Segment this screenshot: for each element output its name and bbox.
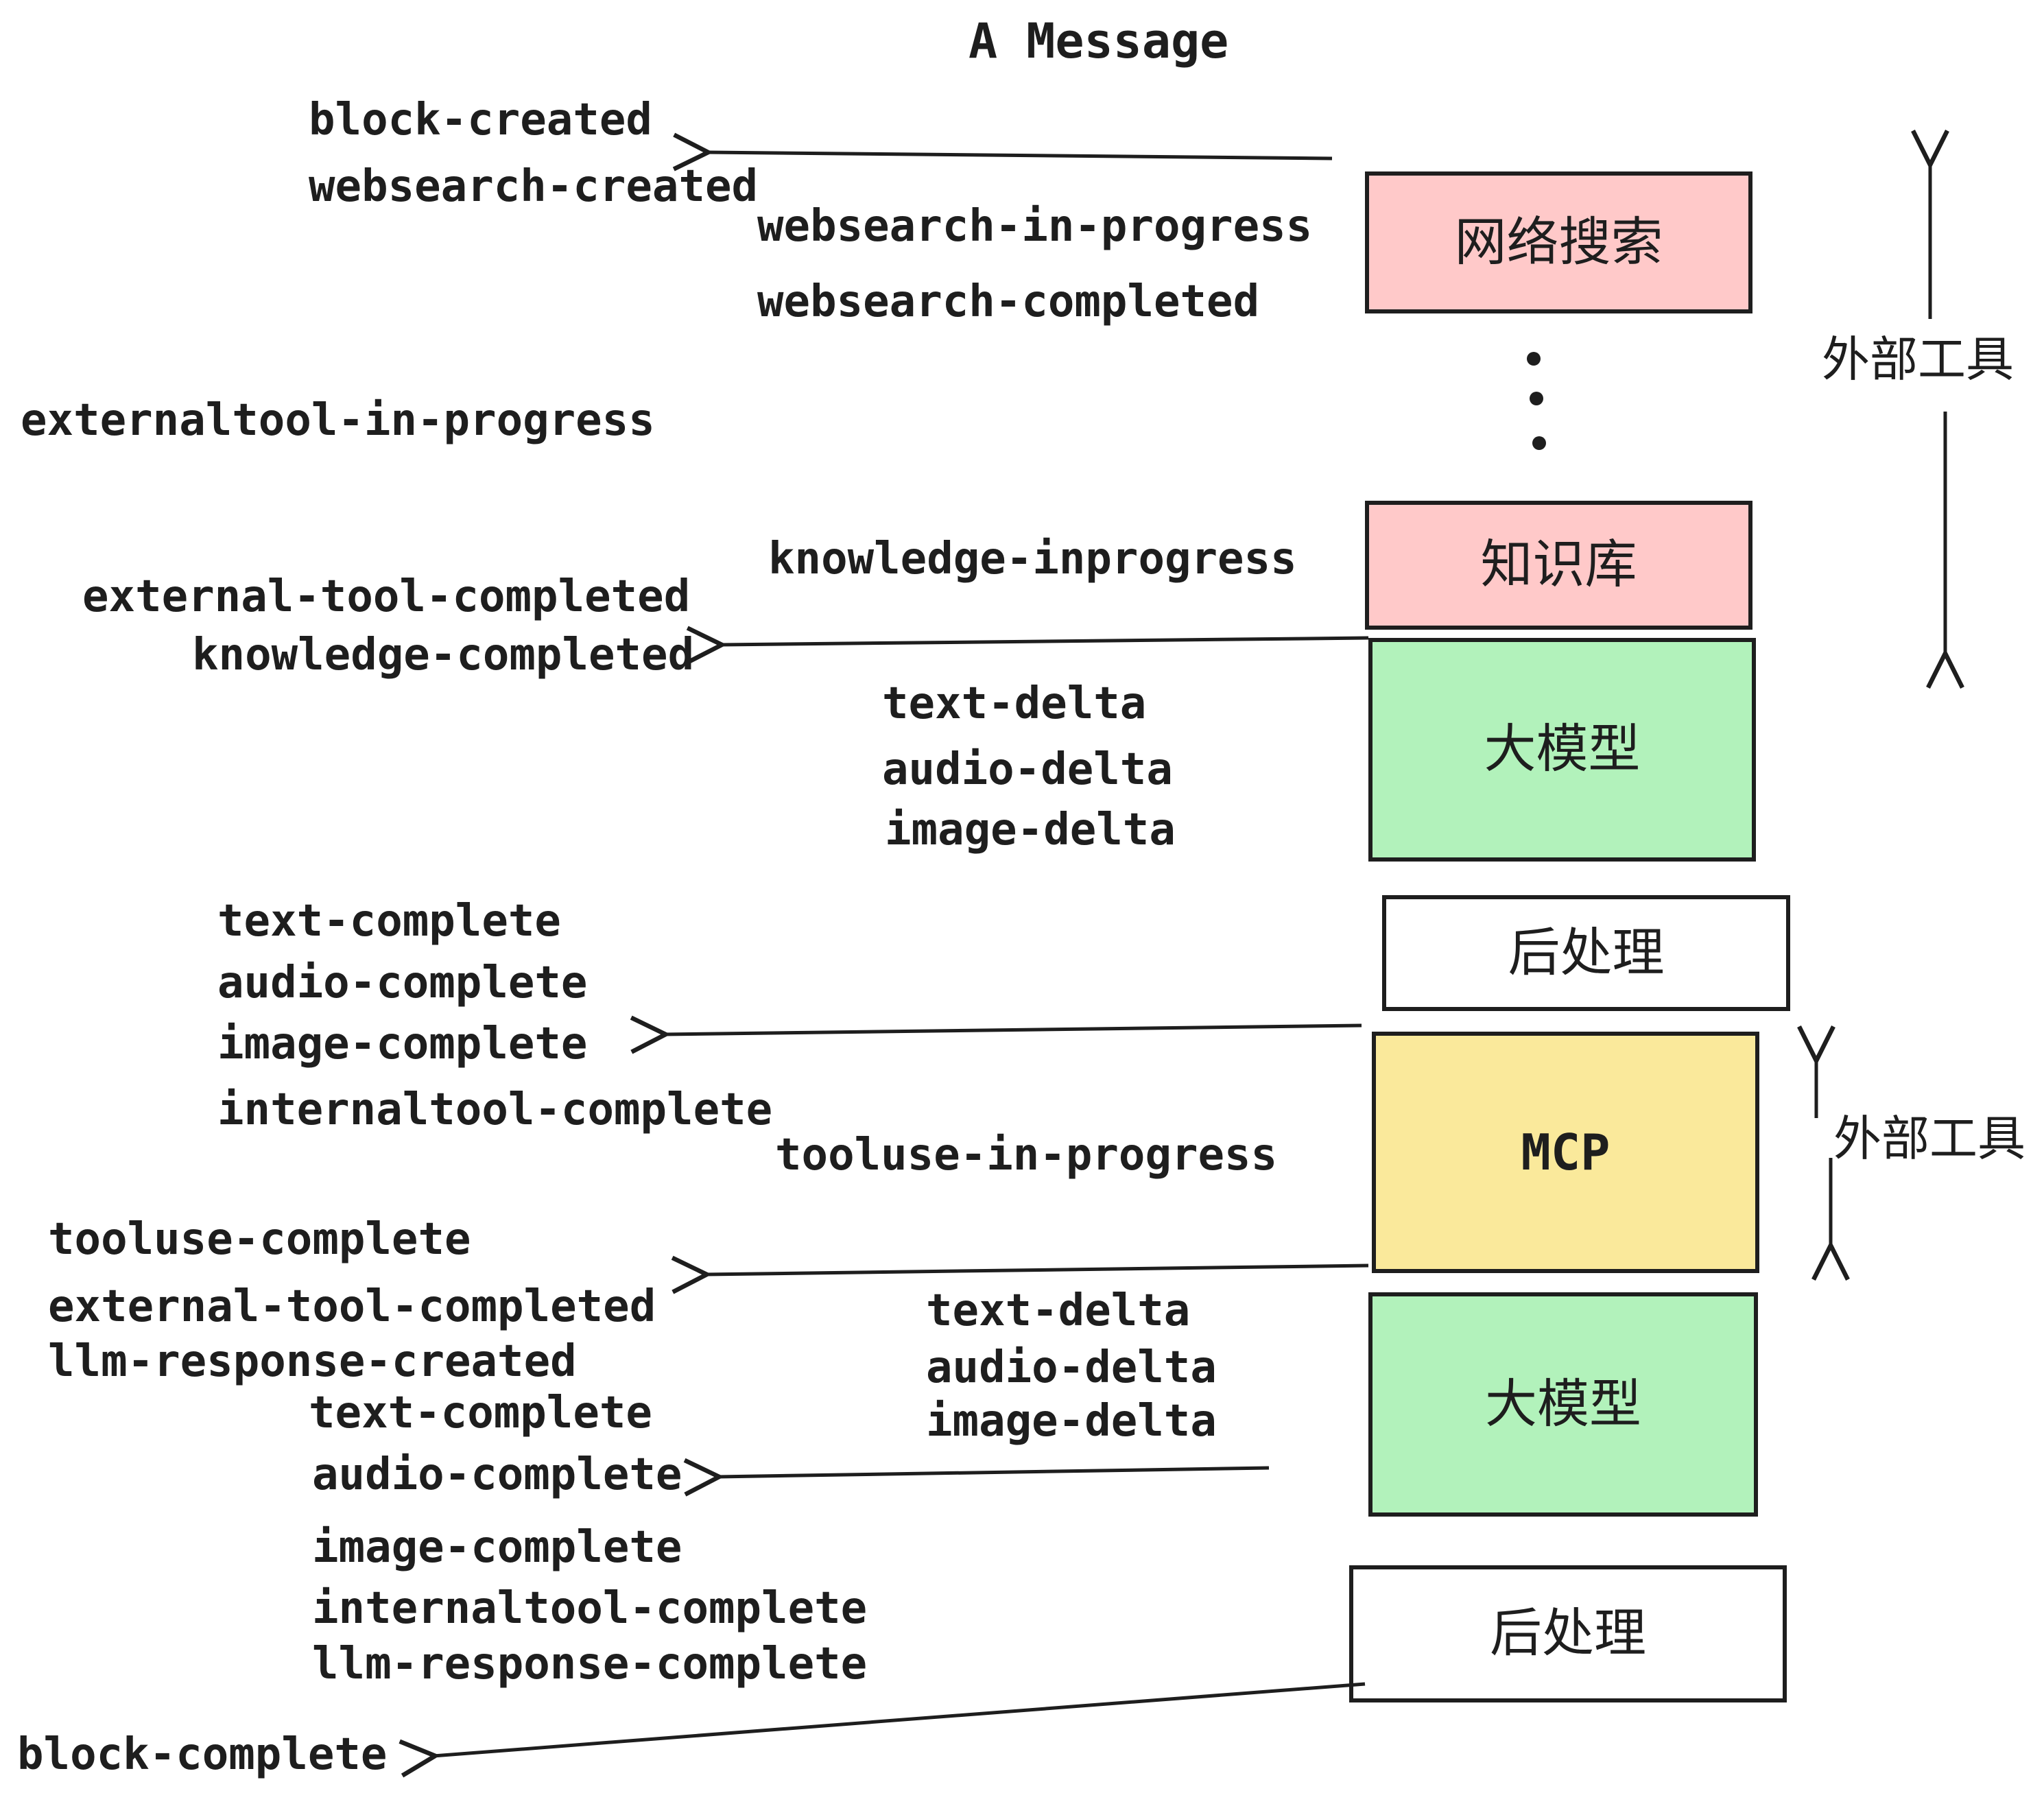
box-postprocess-2-label: 后处理 (1490, 1604, 1646, 1663)
side-label-external-tools-2: 外部工具 (1833, 1112, 2025, 1165)
side-label-external-tools-1: 外部工具 (1822, 333, 2014, 386)
box-mcp-label: MCP (1521, 1124, 1611, 1181)
event-label-audio-delta-2: audio-delta (926, 1342, 1217, 1393)
event-label-block-complete: block-complete (17, 1729, 388, 1780)
event-label-text-delta-1: text-delta (882, 678, 1147, 729)
event-label-image-delta-2: image-delta (926, 1396, 1217, 1447)
event-label-knowledge-completed: knowledge-completed (192, 630, 695, 680)
box-postprocess-1: 后处理 (1382, 895, 1790, 1011)
event-label-tooluse-complete: tooluse-complete (48, 1214, 471, 1265)
diagram-title: A Message (968, 13, 1229, 69)
event-label-websearch-in-progress: websearch-in-progress (757, 201, 1313, 252)
event-label-audio-complete-1: audio-complete (217, 958, 588, 1008)
event-label-llm-response-complete: llm-response-complete (312, 1639, 868, 1689)
box-mcp: MCP (1372, 1032, 1759, 1273)
event-label-block-created: block-created (309, 95, 652, 145)
event-label-knowledge-inprogress: knowledge-inprogress (768, 534, 1297, 584)
event-label-text-delta-2: text-delta (926, 1285, 1191, 1336)
event-label-external-tool-completed: external-tool-completed (82, 571, 691, 622)
box-llm-1: 大模型 (1368, 638, 1756, 862)
event-label-image-delta-1: image-delta (885, 805, 1176, 855)
event-label-tooluse-in-progress: tooluse-in-progress (775, 1130, 1278, 1180)
arrow-websearch-to-block-created (672, 132, 1333, 171)
event-label-text-complete-2: text-complete (309, 1388, 652, 1438)
event-label-llm-response-created: llm-response-created (48, 1336, 577, 1387)
arrow-mcp-to-image-complete (630, 1015, 1362, 1054)
event-label-audio-complete-2: audio-complete (312, 1449, 682, 1500)
box-knowledge-label: 知识库 (1480, 536, 1637, 594)
event-label-externaltool-in-progress: externaltool-in-progress (21, 395, 655, 446)
box-llm-2-label: 大模型 (1485, 1375, 1641, 1434)
event-label-websearch-completed: websearch-completed (757, 276, 1260, 327)
event-label-image-complete-2: image-complete (312, 1522, 682, 1573)
arrow-llm2-to-audio-complete (683, 1458, 1270, 1497)
box-llm-2: 大模型 (1368, 1292, 1758, 1517)
box-llm-1-label: 大模型 (1484, 720, 1641, 779)
box-knowledge: 知识库 (1365, 501, 1752, 630)
event-label-websearch-created: websearch-created (309, 161, 759, 212)
box-websearch: 网络搜索 (1365, 171, 1752, 313)
event-label-audio-delta-1: audio-delta (882, 744, 1173, 795)
event-label-internaltool-complete-2: internaltool-complete (312, 1583, 868, 1634)
arrow-postprocess2-to-block-complete (399, 1682, 1366, 1778)
box-postprocess-2: 后处理 (1349, 1565, 1787, 1702)
box-websearch-label: 网络搜索 (1454, 213, 1663, 272)
arrow-llm1-to-knowledge-completed (686, 626, 1369, 665)
event-label-internaltool-complete-1: internaltool-complete (217, 1084, 773, 1135)
event-label-text-complete-1: text-complete (217, 896, 561, 947)
arrow-llm2-to-tooluse-complete (671, 1255, 1369, 1294)
box-postprocess-1-label: 后处理 (1508, 923, 1665, 982)
event-label-external-tool-completed-2: external-tool-completed (48, 1281, 656, 1332)
event-label-image-complete-1: image-complete (217, 1019, 588, 1069)
